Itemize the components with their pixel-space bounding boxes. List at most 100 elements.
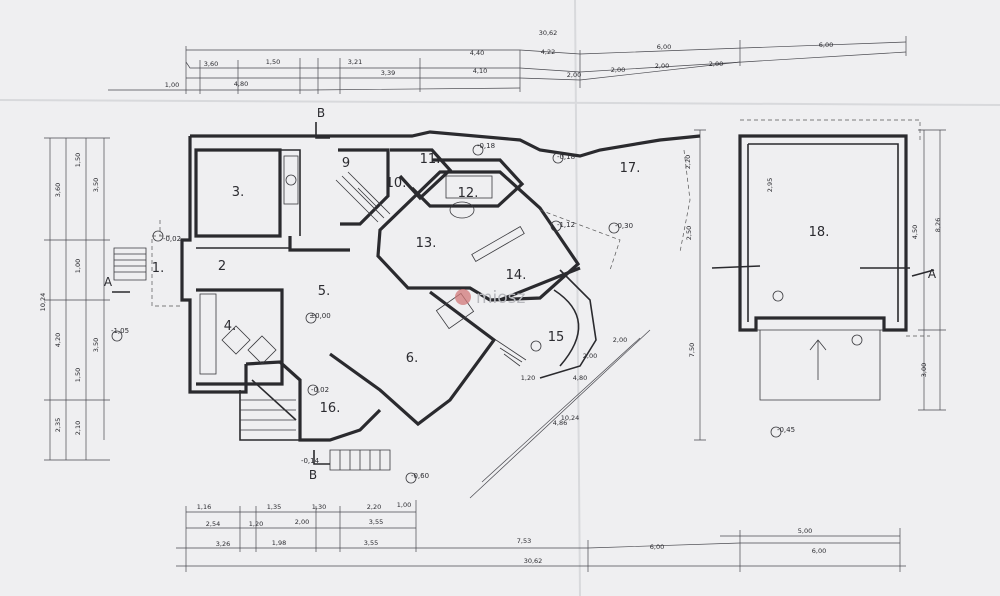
dimension-label: 1,00 xyxy=(165,81,179,89)
dimension-label: 4,40 xyxy=(470,49,484,57)
level-label: -0,30 xyxy=(615,222,633,230)
dimension-label: 4,10 xyxy=(473,67,487,75)
diagonal-dimension-lines xyxy=(469,329,651,499)
dimension-label: 7,53 xyxy=(517,537,531,545)
level-label: -0,45 xyxy=(777,426,795,434)
dimension-label: 1,00 xyxy=(74,259,82,273)
room-label: 13. xyxy=(416,236,437,251)
room-label: 3. xyxy=(232,185,244,200)
level-label: -0,02 xyxy=(311,386,329,394)
dimension-label: 2,20 xyxy=(367,503,381,511)
level-label: ±0,00 xyxy=(309,312,330,320)
dimension-label: 4,80 xyxy=(573,374,587,382)
room-label: 14. xyxy=(506,268,527,283)
section-cut-lines xyxy=(112,122,935,465)
dimension-label: 6,00 xyxy=(812,547,826,555)
watermark-logo: miosz xyxy=(455,288,526,308)
level-label: -1,05 xyxy=(111,327,129,335)
dimension-label: 3,39 xyxy=(381,69,395,77)
terrace-outlines xyxy=(151,119,930,337)
dimension-label: 2,95 xyxy=(766,178,774,192)
bottom-dimension-labels: 1,16 1,35 1,30 2,20 1,00 2,54 1,20 2,00 3,55 3,26… xyxy=(197,501,826,565)
level-label: -0,14 xyxy=(301,457,320,465)
dimension-label: 2,10 xyxy=(74,421,82,435)
section-marker-label: A xyxy=(928,267,937,281)
dimension-label: 1,20 xyxy=(249,520,263,528)
dimension-label: 6,00 xyxy=(657,43,671,51)
level-label: -1,12 xyxy=(557,221,575,229)
dimension-label: 6,00 xyxy=(650,543,664,551)
level-marker-symbols xyxy=(111,144,863,484)
watermark-text: miosz xyxy=(476,288,526,308)
section-marker-label: B xyxy=(317,106,325,120)
room-label: 2 xyxy=(218,259,226,274)
dimension-label: 3,50 xyxy=(92,338,100,352)
dimension-label: 3,26 xyxy=(216,540,230,548)
room-label: 12. xyxy=(458,186,479,201)
room-label: 16. xyxy=(320,401,341,416)
dimension-label: 3,60 xyxy=(204,60,218,68)
section-marker-label: B xyxy=(309,468,317,482)
dimension-label: 1,16 xyxy=(197,503,211,511)
diagonal-dimension-labels: 10,244,804,862,002,001,20 xyxy=(521,336,627,427)
garage-driveway xyxy=(756,329,884,401)
dimension-label: 3,55 xyxy=(364,539,378,547)
room-label: 15 xyxy=(548,330,565,345)
room-label: 4. xyxy=(224,319,236,334)
dimension-label: 6,00 xyxy=(819,41,833,49)
dimension-label: 4,80 xyxy=(234,80,248,88)
dimension-label: 2,50 xyxy=(685,226,693,240)
dimension-label: 4,22 xyxy=(541,48,555,56)
section-marker-label: A xyxy=(104,275,113,289)
dimension-label: 3,60 xyxy=(54,183,62,197)
bottom-dimension-lines xyxy=(176,500,906,572)
dimension-label: 2,00 xyxy=(583,352,597,360)
dimension-label: 2,00 xyxy=(709,60,723,68)
level-label: -0,18 xyxy=(557,153,575,161)
dimension-label: 10,24 xyxy=(39,293,47,312)
dimension-label: 4,50 xyxy=(911,225,919,239)
dimension-label: 2,00 xyxy=(611,66,625,74)
level-label: -0,02 xyxy=(163,235,181,243)
dimension-label: 1,00 xyxy=(397,501,411,509)
top-dimension-lines xyxy=(108,36,907,94)
dimension-label: 3,50 xyxy=(92,178,100,192)
dimension-label: 2,54 xyxy=(206,520,220,528)
dimension-label: 1,35 xyxy=(267,503,281,511)
room-label: 11. xyxy=(420,152,441,167)
room-label: 1. xyxy=(152,261,164,276)
dimension-label: 30,62 xyxy=(524,557,543,565)
dimension-label: 8,26 xyxy=(934,218,942,232)
room-label: 18. xyxy=(809,225,830,240)
house-walls xyxy=(180,130,908,442)
dimension-label: 7,50 xyxy=(688,343,696,357)
left-dimension-labels: 10,243,604,202,353,503,501,501,001,502,1… xyxy=(39,153,100,435)
dimension-label: 2,00 xyxy=(295,518,309,526)
dimension-label: 4,20 xyxy=(54,333,62,347)
level-label: -0,60 xyxy=(411,472,429,480)
dimension-label: 2,00 xyxy=(655,62,669,70)
dimension-label: 2,35 xyxy=(54,418,62,432)
room-label: 6. xyxy=(406,351,418,366)
dimension-label: 1,98 xyxy=(272,539,286,547)
dimension-label: 2,00 xyxy=(613,336,627,344)
dimension-label: 5,00 xyxy=(798,527,812,535)
dimension-label: 2,20 xyxy=(684,155,692,169)
watermark-logo-icon xyxy=(455,289,471,305)
room-label: 9 xyxy=(342,156,350,171)
dimension-label: 1,50 xyxy=(266,58,280,66)
stairs xyxy=(113,171,527,471)
dimension-label: 30,62 xyxy=(539,29,558,37)
dimension-label: 3,55 xyxy=(369,518,383,526)
dimension-label: 3,00 xyxy=(920,363,928,377)
dimension-label: 1,30 xyxy=(312,503,326,511)
right-dimension-labels: 8,26 7,50 3,00 2,95 2,50 4,50 2,20 xyxy=(684,155,942,377)
dimension-label: 2,00 xyxy=(567,71,581,79)
section-labels: A A B B xyxy=(104,106,937,482)
dimension-label: 10,24 xyxy=(561,414,580,422)
level-label: -0,18 xyxy=(477,142,495,150)
level-labels: -0,02 -1,05 ±0,00 -0,02 -0,60 -0,18 -0,18 -0,30… xyxy=(111,142,795,480)
